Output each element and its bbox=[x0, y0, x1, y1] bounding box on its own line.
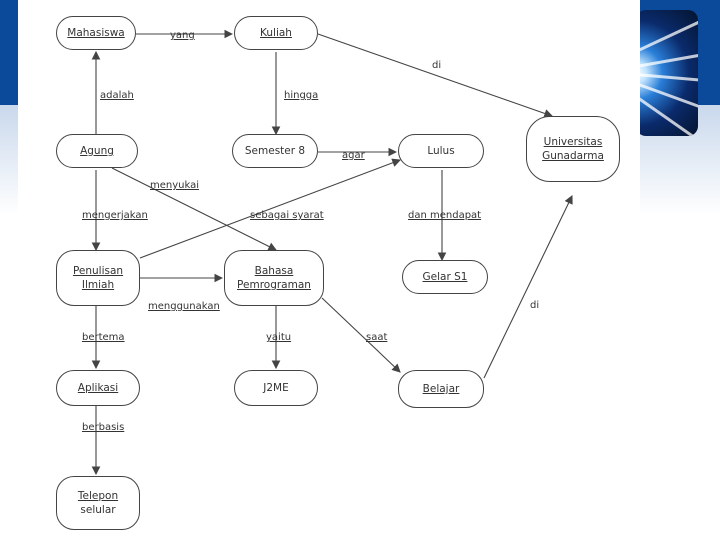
node-penulisan-label-1: Penulisan bbox=[72, 265, 124, 277]
node-telepon-selular: Telepon selular bbox=[56, 476, 140, 530]
edge-label-di-top: di bbox=[432, 60, 442, 71]
edge-label-saat: saat bbox=[366, 332, 388, 343]
node-telepon-label-1: Telepon bbox=[77, 490, 119, 502]
node-aplikasi: Aplikasi bbox=[56, 370, 140, 406]
edge-label-yang: yang bbox=[170, 30, 195, 41]
node-belajar: Belajar bbox=[398, 370, 484, 408]
node-penulisan-ilmiah: Penulisan Ilmiah bbox=[56, 250, 140, 306]
node-belajar-label: Belajar bbox=[422, 383, 460, 395]
node-universitas-gunadarma: Universitas Gunadarma bbox=[526, 116, 620, 182]
edge-agung-bahasa bbox=[111, 167, 277, 251]
edge-label-menggunakan: menggunakan bbox=[148, 301, 220, 312]
node-semester-label: Semester 8 bbox=[244, 145, 306, 157]
node-gelar-label: Gelar S1 bbox=[422, 271, 468, 283]
node-mahasiswa: Mahasiswa bbox=[56, 16, 136, 50]
edge-label-adalah: adalah bbox=[100, 90, 134, 101]
edge-penulisan-lulus bbox=[139, 158, 402, 259]
node-kuliah: Kuliah bbox=[234, 16, 318, 50]
edge-label-berbasis: berbasis bbox=[82, 422, 125, 433]
node-j2me-label: J2ME bbox=[263, 382, 289, 394]
node-penulisan-label-2: Ilmiah bbox=[81, 279, 115, 291]
node-agung-label: Agung bbox=[80, 145, 114, 157]
node-lulus: Lulus bbox=[398, 134, 484, 168]
node-mahasiswa-label: Mahasiswa bbox=[67, 27, 125, 39]
node-bahasa-pemrograman: Bahasa Pemrograman bbox=[224, 250, 324, 306]
node-agung: Agung bbox=[56, 134, 138, 168]
node-telepon-label-2: selular bbox=[80, 504, 116, 516]
edge-bahasa-belajar bbox=[321, 297, 401, 373]
node-j2me: J2ME bbox=[234, 370, 318, 406]
node-kuliah-label: Kuliah bbox=[260, 27, 292, 39]
edge-kuliah-universitas bbox=[317, 33, 554, 118]
light-burst-logo-icon bbox=[636, 10, 698, 136]
edge-label-agar: agar bbox=[342, 150, 365, 161]
edge-label-menyukai: menyukai bbox=[150, 180, 200, 191]
edge-belajar-universitas bbox=[483, 195, 573, 379]
node-bahasa-label-1: Bahasa bbox=[254, 265, 294, 277]
node-universitas-label-2: Gunadarma bbox=[542, 150, 604, 162]
node-gelar-s1: Gelar S1 bbox=[402, 260, 488, 294]
node-aplikasi-label: Aplikasi bbox=[77, 382, 119, 394]
node-lulus-label: Lulus bbox=[427, 145, 455, 157]
node-universitas-label-1: Universitas bbox=[543, 136, 603, 148]
edge-label-di-right: di bbox=[530, 300, 540, 311]
edge-label-dan-mendapat: dan mendapat bbox=[408, 210, 482, 221]
edge-label-mengerjakan: mengerjakan bbox=[82, 210, 148, 221]
node-bahasa-label-2: Pemrograman bbox=[237, 279, 311, 291]
edge-label-bertema: bertema bbox=[82, 332, 125, 343]
edge-label-hingga: hingga bbox=[284, 90, 319, 101]
edge-label-yaitu: yaitu bbox=[266, 332, 292, 343]
edge-label-sebagai-syarat: sebagai syarat bbox=[250, 210, 324, 221]
node-semester: Semester 8 bbox=[232, 134, 318, 168]
